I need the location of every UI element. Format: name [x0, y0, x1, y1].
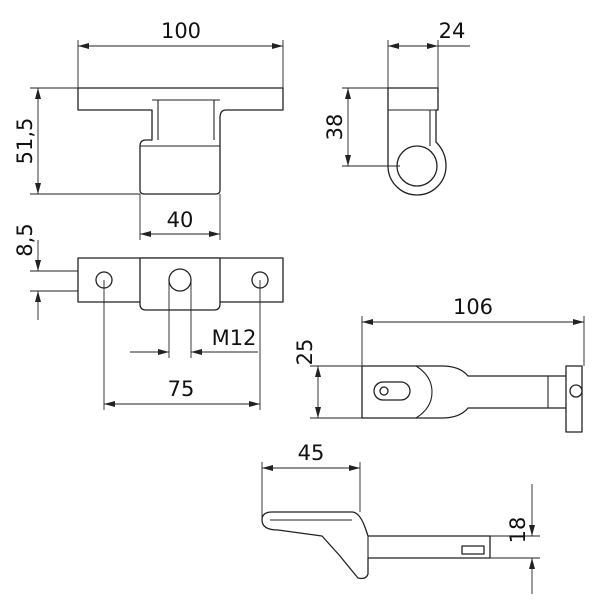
- arm-end-pin: [569, 384, 583, 398]
- dimension-arm-length-label: 106: [453, 295, 493, 319]
- side-view: [387, 87, 447, 196]
- dimension-bottom-height-label: 18: [506, 517, 530, 544]
- bottom-view: [261, 511, 491, 580]
- dimension-stem-width-label: 40: [167, 208, 194, 232]
- dimension-top-width: 100: [77, 19, 284, 88]
- dimension-hole-spacing-label: 75: [168, 377, 195, 401]
- dimension-side-width-label: 24: [439, 19, 466, 43]
- dimension-top-height: 51,5: [13, 87, 140, 195]
- dimension-plate-thickness: 8,5: [13, 223, 78, 320]
- dimension-bottom-length: 45: [261, 441, 361, 520]
- plate-view: [77, 257, 284, 311]
- dimension-arm-length: 106: [361, 295, 585, 366]
- dimension-bottom-height: 18: [490, 484, 540, 594]
- dimension-side-width: 24: [387, 19, 470, 88]
- front-view-outline: [77, 87, 284, 195]
- side-view-bore: [396, 145, 438, 187]
- arm-end-plate: [565, 365, 583, 433]
- bottom-end-detail: [461, 545, 485, 555]
- dimension-thread-label: M12: [212, 326, 257, 350]
- arm-view: [361, 365, 583, 433]
- dimension-arm-height: 25: [293, 339, 362, 419]
- dimension-bottom-length-label: 45: [298, 441, 325, 465]
- dimension-plate-thickness-label: 8,5: [13, 223, 37, 256]
- dimension-hole-spacing: 75: [103, 280, 261, 410]
- dimension-stem-width: 40: [139, 194, 221, 240]
- plate-thread-hole: [168, 268, 192, 292]
- arm-slot-pin: [379, 386, 389, 396]
- front-view: [77, 87, 284, 195]
- dimension-top-height-label: 51,5: [13, 118, 37, 165]
- dimension-top-width-label: 100: [161, 19, 201, 43]
- bottom-outline: [261, 511, 491, 580]
- dimension-side-height-label: 38: [323, 114, 347, 141]
- dimension-side-height: 38: [323, 87, 400, 167]
- dimension-thread: M12: [130, 280, 258, 358]
- dimension-arm-height-label: 25: [293, 339, 317, 366]
- arm-body-curve: [415, 365, 433, 419]
